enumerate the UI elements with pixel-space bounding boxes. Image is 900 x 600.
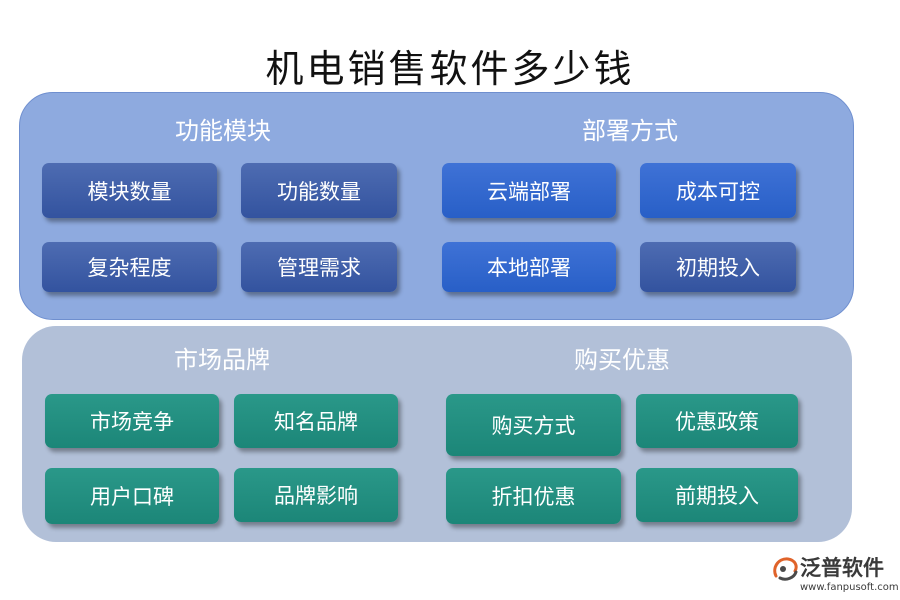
box-complexity: 复杂程度 (42, 242, 217, 292)
logo-swirl-icon (773, 557, 798, 581)
company-logo: 泛普软件 www.fanpusoft.com (770, 552, 899, 598)
logo-name: 泛普软件 (800, 556, 884, 580)
box-initial-investment: 初期投入 (640, 242, 796, 292)
box-brand-influence: 品牌影响 (234, 468, 398, 522)
box-early-investment: 前期投入 (636, 468, 798, 522)
box-famous-brand: 知名品牌 (234, 394, 398, 448)
box-module-count: 模块数量 (42, 163, 217, 218)
section-heading-market-brand: 市场品牌 (174, 346, 270, 374)
box-market-competition: 市场竞争 (45, 394, 219, 448)
box-user-reputation: 用户口碑 (45, 468, 219, 524)
box-discount-offer: 折扣优惠 (446, 468, 621, 524)
top-panel: 功能模块 部署方式 模块数量 功能数量 复杂程度 管理需求 云端部署 成本可控 … (19, 92, 854, 320)
diagram-title: 机电销售软件多少钱 (265, 47, 635, 91)
box-purchase-method: 购买方式 (446, 394, 621, 456)
logo-url: www.fanpusoft.com (800, 582, 899, 593)
bottom-panel: 市场品牌 购买优惠 市场竞争 知名品牌 用户口碑 品牌影响 购买方式 优惠政策 … (22, 326, 852, 542)
section-heading-purchase-discount: 购买优惠 (574, 346, 670, 374)
section-heading-function-modules: 功能模块 (175, 117, 271, 145)
box-feature-count: 功能数量 (241, 163, 397, 218)
box-discount-policy: 优惠政策 (636, 394, 798, 448)
box-cloud-deployment: 云端部署 (442, 163, 616, 218)
section-heading-deployment: 部署方式 (582, 117, 678, 145)
box-local-deployment: 本地部署 (442, 242, 616, 292)
box-cost-control: 成本可控 (640, 163, 796, 218)
box-management-needs: 管理需求 (241, 242, 397, 292)
